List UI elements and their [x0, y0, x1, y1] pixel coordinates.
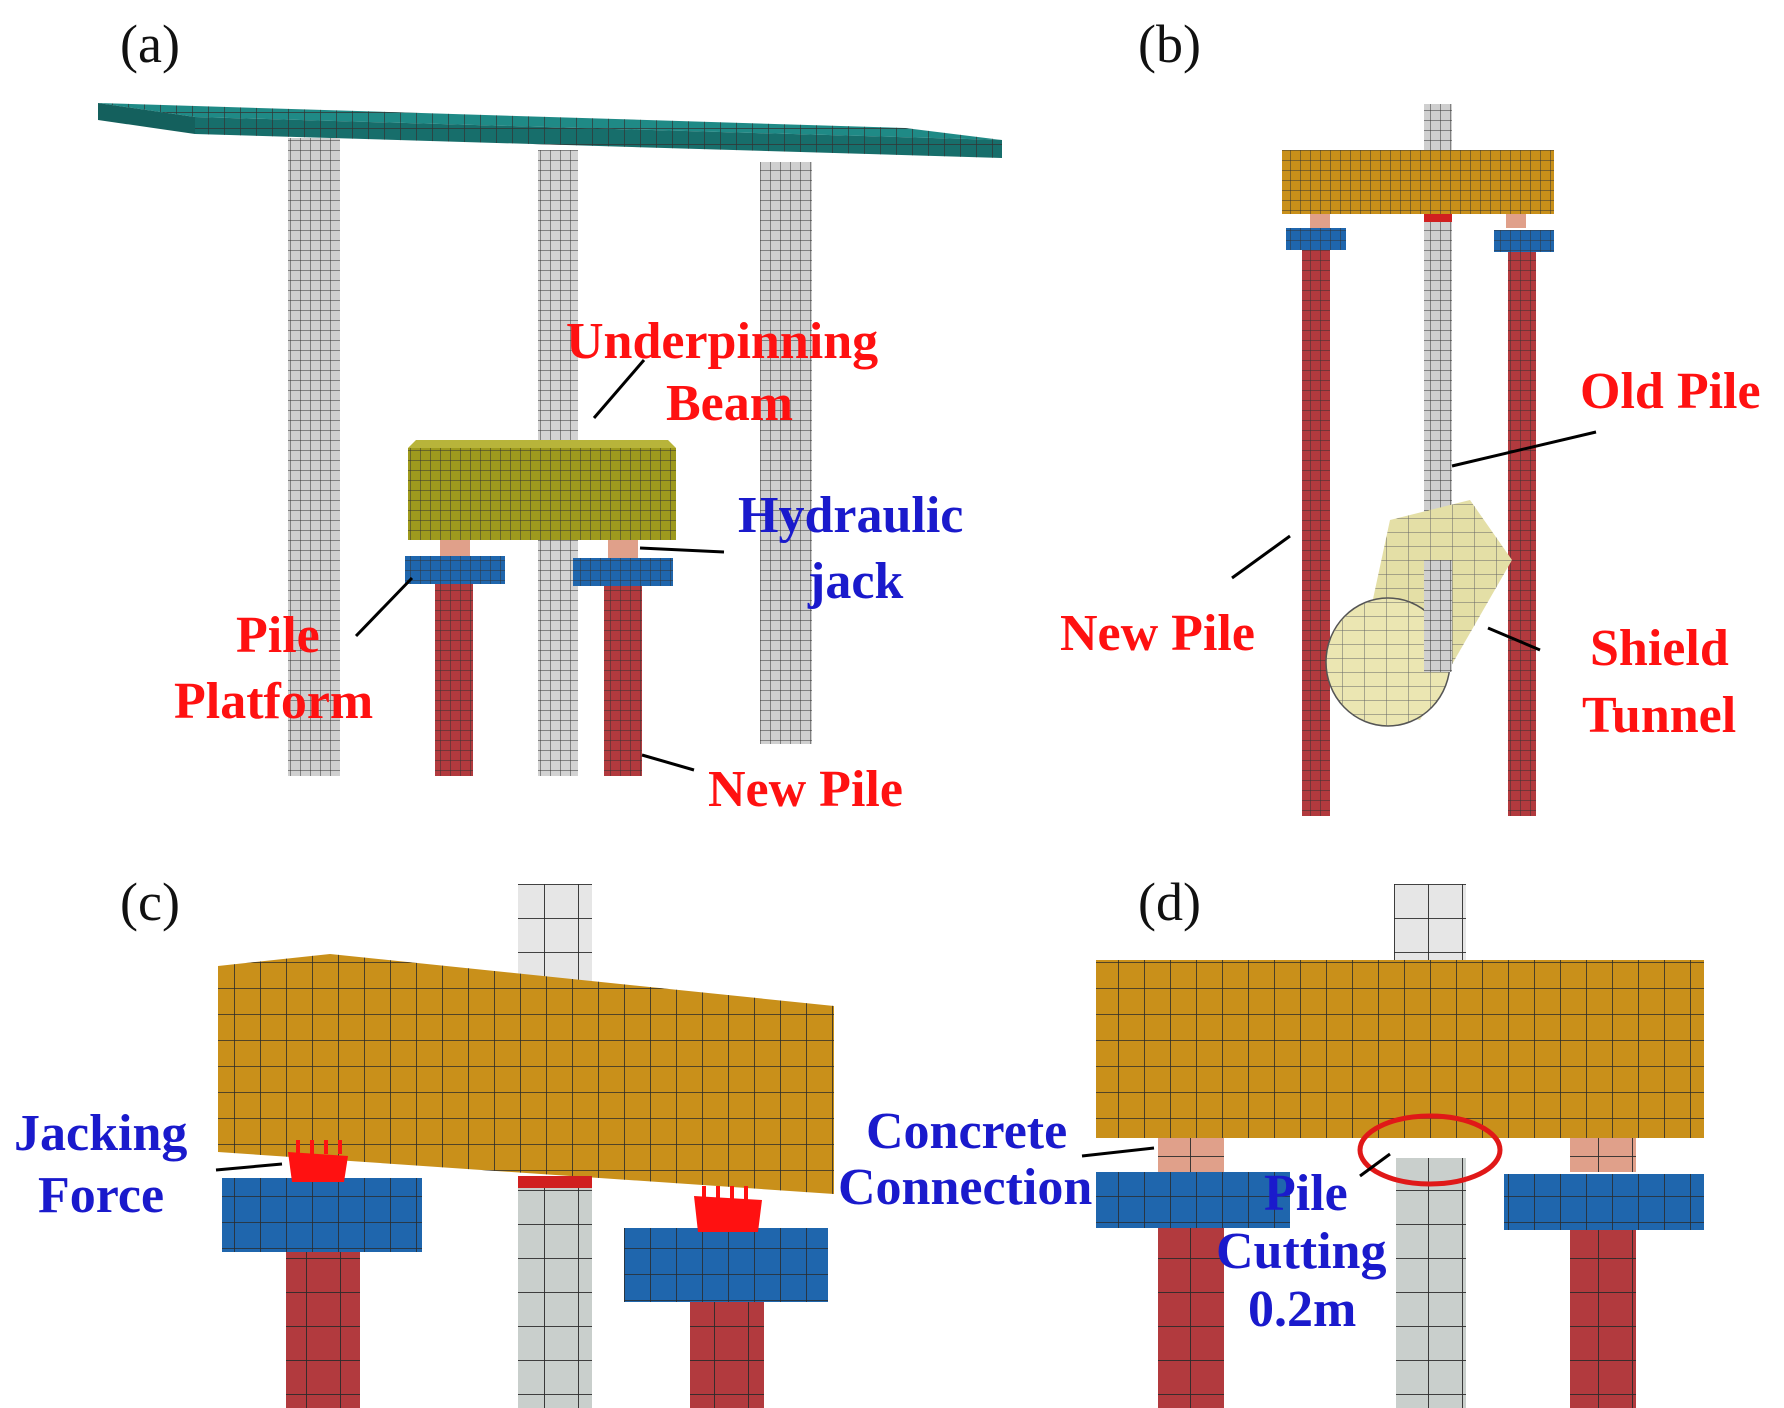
pile-cutting-circle — [1357, 1113, 1503, 1187]
connection-a-right — [608, 540, 638, 558]
connection-a-left — [440, 540, 470, 558]
leader-underpinning-beam — [592, 359, 646, 419]
jacking-force-arrows-left — [288, 1140, 348, 1182]
label-old-pile: Old Pile — [1580, 363, 1761, 420]
label-connection: Connection — [838, 1159, 1092, 1216]
underpinning-beam-b — [1282, 150, 1554, 214]
label-cutting: Cutting — [1216, 1223, 1386, 1280]
label-shield: Shield — [1590, 620, 1729, 677]
label-force: Force — [38, 1167, 164, 1224]
label-platform: Platform — [174, 673, 373, 730]
leader-old-pile — [1451, 430, 1597, 468]
leader-pile-platform — [354, 576, 414, 638]
label-cut-depth: 0.2m — [1248, 1281, 1356, 1338]
deck-slab — [98, 103, 1002, 158]
new-piles-a — [435, 584, 642, 776]
leader-concrete-connection — [1081, 1146, 1155, 1158]
label-jacking: Jacking — [14, 1105, 187, 1162]
leader-pile-cutting — [1359, 1152, 1391, 1178]
label-new-pile-b: New Pile — [1060, 605, 1255, 662]
underpinning-beam-c — [218, 954, 834, 1194]
leader-new-pile-b — [1231, 534, 1291, 580]
panel-c-label: (c) — [120, 872, 180, 932]
label-pile: Pile — [236, 607, 320, 664]
leader-shield-tunnel — [1487, 626, 1541, 652]
label-pile-d: Pile — [1264, 1165, 1348, 1222]
panel-c: (c) — [14, 872, 834, 1408]
panel-b: (b) — [1060, 14, 1761, 816]
label-hydraulic: Hydraulic — [738, 487, 963, 544]
panel-d-label: (d) — [1138, 872, 1201, 932]
label-beam: Beam — [666, 375, 793, 432]
leader-hydraulic-jack — [639, 546, 725, 554]
label-jack: jack — [807, 553, 903, 610]
leader-jacking-force — [215, 1162, 283, 1172]
underpinning-beam-a — [408, 440, 676, 540]
label-underpinning: Underpinning — [566, 313, 878, 370]
pile-platforms-a — [405, 556, 673, 586]
label-new-pile-a: New Pile — [708, 761, 903, 818]
panel-d: (d) Concrete Connection Pile — [838, 872, 1704, 1408]
panel-b-label: (b) — [1138, 14, 1201, 74]
jacking-force-arrows-right — [694, 1186, 762, 1232]
panel-a-label: (a) — [120, 14, 180, 74]
shield-tunnel-b — [1325, 500, 1512, 727]
panel-a: (a) — [98, 14, 1002, 818]
label-concrete: Concrete — [866, 1103, 1067, 1160]
leader-new-pile-a — [641, 753, 695, 772]
label-tunnel: Tunnel — [1582, 687, 1736, 744]
